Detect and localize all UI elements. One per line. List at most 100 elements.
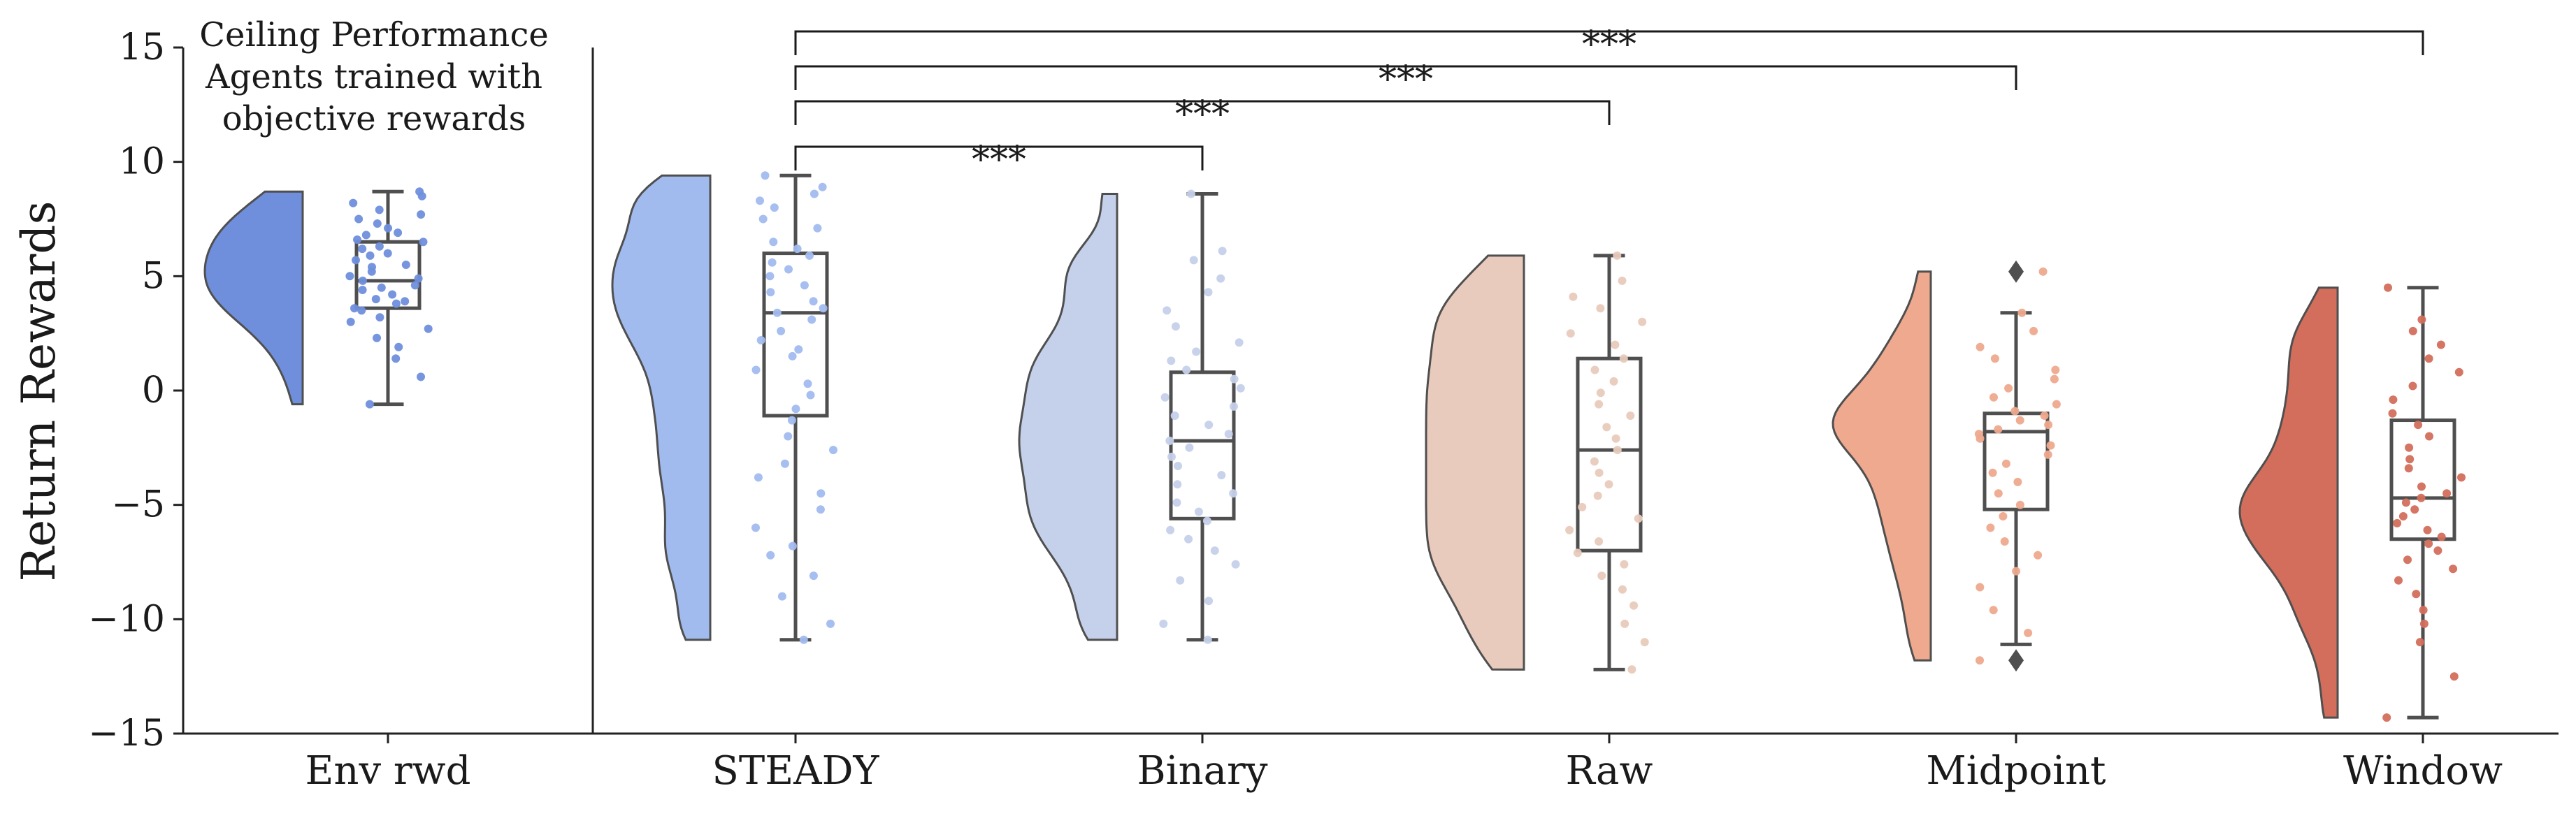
strip-point: [2423, 525, 2432, 534]
strip-point: [1184, 534, 1193, 544]
annotation-line-1: Ceiling Performance: [199, 15, 549, 54]
strip-point: [1595, 468, 1604, 477]
strip-point: [417, 372, 425, 381]
strip-point: [2433, 546, 2442, 555]
significance-label: ***: [1582, 24, 1636, 66]
strip-point: [1611, 434, 1620, 443]
strip-point: [1192, 347, 1201, 356]
strip-point: [2417, 493, 2426, 502]
strip-point: [375, 313, 384, 322]
strip-point: [784, 432, 793, 441]
strip-point: [2457, 473, 2466, 482]
strip-point: [414, 274, 423, 283]
strip-point: [1619, 354, 1628, 363]
strip-point: [1620, 560, 1629, 569]
strip-point: [1989, 606, 1998, 615]
strip-point: [1167, 452, 1176, 461]
strip-point: [419, 238, 428, 247]
strip-point: [1596, 388, 1605, 398]
strip-point: [2410, 505, 2419, 514]
strip-point: [1999, 512, 2008, 520]
strip-point: [1990, 354, 1999, 363]
strip-point: [770, 203, 779, 212]
strip-point: [1194, 507, 1203, 516]
strip-point: [2050, 374, 2059, 384]
strip-point: [1590, 365, 1599, 374]
strip-point: [2412, 590, 2421, 599]
strip-point: [2382, 713, 2391, 722]
strip-point: [2012, 567, 2021, 576]
strip-point: [2015, 416, 2024, 425]
strip-point: [2454, 367, 2463, 377]
strip-point: [2417, 482, 2426, 491]
strip-point: [375, 205, 384, 214]
strip-point: [1165, 437, 1174, 445]
strip-point: [357, 306, 366, 315]
strip-point: [346, 317, 355, 326]
strip-point: [2013, 477, 2022, 486]
strip-point: [803, 379, 812, 388]
strip-point: [2405, 443, 2414, 452]
strip-point: [1620, 619, 1629, 628]
strip-point: [1595, 537, 1604, 546]
strip-point: [758, 214, 768, 224]
strip-point: [2001, 459, 2010, 468]
strip-point: [384, 224, 392, 233]
strip-point: [1230, 374, 1239, 384]
strip-point: [818, 182, 827, 191]
strip-point: [1569, 292, 1578, 301]
significance-bracket: [794, 30, 2424, 55]
strip-point: [2052, 400, 2061, 409]
annotation-line-2: Agents trained with: [205, 57, 542, 96]
y-tick-label: −15: [88, 713, 165, 755]
strip-point: [1224, 430, 1233, 439]
outlier-marker: [2008, 649, 2024, 672]
strip-point: [410, 281, 419, 290]
significance-label: ***: [1379, 59, 1433, 101]
strip-point: [765, 272, 775, 281]
strip-point: [829, 446, 837, 455]
strip-point: [1204, 421, 1214, 430]
strip-point: [1613, 251, 1622, 260]
significance-label: ***: [972, 139, 1026, 181]
strip-point: [1185, 443, 1194, 452]
strip-point: [2398, 512, 2408, 520]
half-violin: [203, 190, 304, 406]
box: [762, 252, 829, 418]
strip-point: [807, 315, 816, 324]
strip-point: [2424, 354, 2433, 363]
strip-point: [2417, 315, 2426, 324]
strip-point: [375, 242, 384, 251]
strip-point: [371, 295, 380, 304]
strip-point: [777, 592, 786, 601]
strip-point: [2010, 407, 2020, 416]
strip-point: [361, 231, 370, 240]
strip-point: [2046, 441, 2055, 450]
x-tick-label: Raw: [1566, 748, 1653, 794]
strip-point: [816, 505, 825, 514]
strip-point: [2408, 381, 2417, 391]
strip-point: [1189, 256, 1198, 265]
strip-point: [2029, 326, 2038, 335]
box: [1169, 370, 1236, 520]
strip-point: [1629, 601, 1639, 610]
strip-points: [345, 171, 2466, 722]
significance-label: ***: [1175, 94, 1230, 136]
strip-point: [1159, 619, 1168, 628]
y-axis-label: Return Rewards: [12, 201, 66, 581]
strip-point: [1578, 502, 1587, 511]
strip-point: [2017, 308, 2027, 317]
strip-point: [1202, 516, 1211, 525]
strip-point: [365, 400, 374, 409]
strip-point: [1204, 288, 1213, 297]
strip-point: [1160, 393, 1170, 402]
strip-point: [1166, 525, 1175, 534]
strip-point: [1596, 304, 1605, 313]
strip-point: [1167, 356, 1176, 365]
half-violin: [1425, 254, 1525, 671]
strip-point: [816, 489, 826, 498]
strip-point: [754, 473, 763, 482]
strip-point: [806, 391, 815, 400]
strip-point: [1230, 402, 1238, 411]
strip-point: [2393, 518, 2402, 527]
